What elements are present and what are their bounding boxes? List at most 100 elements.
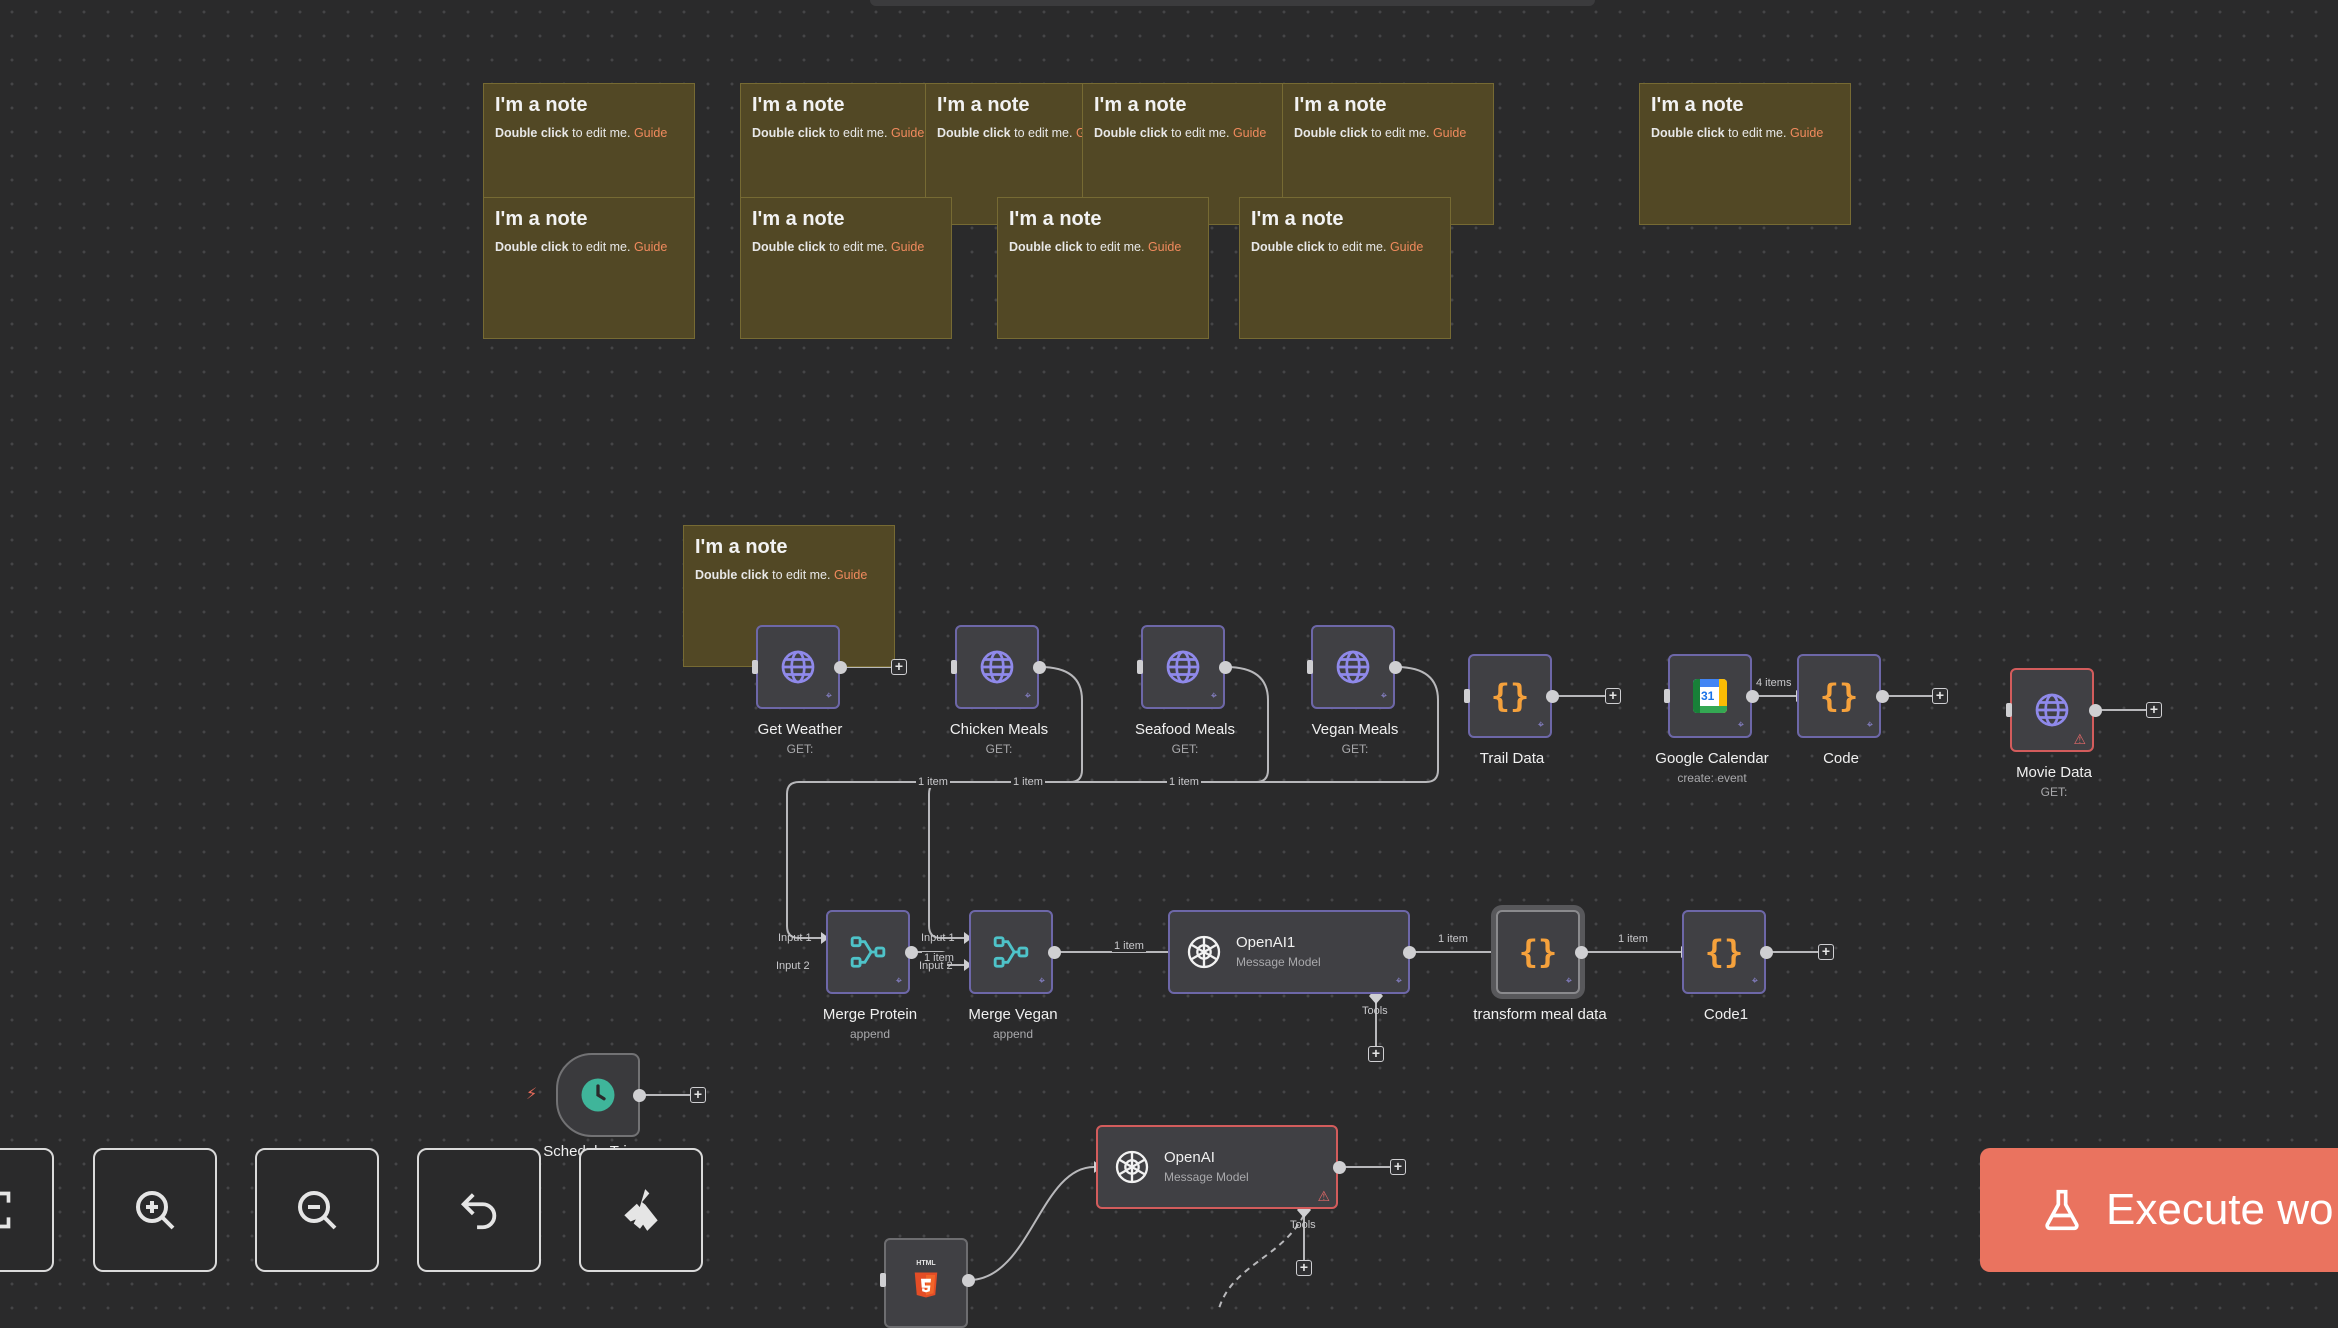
google-calendar-icon: 31 bbox=[1690, 676, 1730, 716]
note-guide-link[interactable]: Guide bbox=[890, 240, 925, 254]
node-vegan-meals[interactable]: ⌖ Vegan Meals GET: bbox=[1311, 625, 1398, 756]
pin-icon: ⌖ bbox=[1210, 690, 1217, 702]
note-guide-link[interactable]: Guide bbox=[833, 568, 868, 582]
tidy-up-button[interactable] bbox=[579, 1148, 703, 1272]
node-label: Google Calendar bbox=[1655, 750, 1769, 767]
output-handle[interactable] bbox=[1760, 946, 1773, 959]
add-node-button[interactable]: + bbox=[1605, 688, 1621, 704]
output-handle[interactable] bbox=[905, 946, 918, 959]
output-handle[interactable] bbox=[1389, 661, 1402, 674]
output-handle[interactable] bbox=[962, 1274, 975, 1287]
add-node-button[interactable]: + bbox=[891, 659, 907, 675]
note-guide-link[interactable]: Guide bbox=[1432, 126, 1467, 140]
output-handle[interactable] bbox=[633, 1089, 646, 1102]
output-handle[interactable] bbox=[1403, 946, 1416, 959]
input-handle[interactable] bbox=[1464, 689, 1470, 703]
note-guide-link[interactable]: Guide bbox=[1147, 240, 1182, 254]
html5-icon: HTML bbox=[906, 1260, 946, 1300]
note-guide-link[interactable]: Guide bbox=[1789, 126, 1824, 140]
node-subtitle: append bbox=[849, 1027, 891, 1041]
pin-icon: ⌖ bbox=[1537, 719, 1544, 731]
note-title: I'm a note bbox=[1251, 208, 1344, 230]
zoom-out-button[interactable] bbox=[255, 1148, 379, 1272]
output-handle[interactable] bbox=[1575, 946, 1588, 959]
output-handle[interactable] bbox=[1219, 661, 1232, 674]
note-guide-link[interactable]: Guide bbox=[890, 126, 925, 140]
note-description: Double click to edit me. Guide bbox=[495, 126, 668, 140]
execute-workflow-label: Execute wo bbox=[2106, 1185, 2334, 1234]
node-google-calendar[interactable]: 31 ⌖ Google Calendar create: event bbox=[1655, 654, 1769, 785]
output-handle[interactable] bbox=[1048, 946, 1061, 959]
node-openai1[interactable]: OpenAI1 Message Model ⌖ bbox=[1168, 910, 1410, 994]
edge-item-count: 1 item bbox=[1112, 940, 1146, 952]
input-handle[interactable] bbox=[880, 1273, 886, 1287]
node-code1[interactable]: {} ⌖ Code1 bbox=[1682, 910, 1766, 1023]
edge-item-count: 4 items bbox=[1754, 677, 1794, 689]
node-get-weather[interactable]: ⌖ Get Weather GET: bbox=[756, 625, 842, 756]
input-handle[interactable] bbox=[951, 660, 957, 674]
execute-workflow-button[interactable]: Execute wo bbox=[1980, 1148, 2338, 1272]
add-node-button[interactable]: + bbox=[1818, 944, 1834, 960]
note-guide-link[interactable]: Guide bbox=[633, 240, 668, 254]
note-guide-link[interactable]: Guide bbox=[1389, 240, 1424, 254]
output-handle[interactable] bbox=[1876, 690, 1889, 703]
output-handle[interactable] bbox=[834, 661, 847, 674]
add-tool-button[interactable]: + bbox=[1296, 1260, 1312, 1276]
node-transform-meal-data[interactable]: {} ⌖ transform meal data bbox=[1473, 910, 1607, 1023]
output-handle[interactable] bbox=[1333, 1161, 1346, 1174]
add-node-button[interactable]: + bbox=[2146, 702, 2162, 718]
node-merge-vegan[interactable]: ⌖ Merge Vegan append bbox=[968, 910, 1058, 1041]
node-label: Chicken Meals bbox=[949, 721, 1049, 738]
input-handle[interactable] bbox=[1664, 689, 1670, 703]
note-title: I'm a note bbox=[1651, 94, 1744, 116]
node-chicken-meals[interactable]: ⌖ Chicken Meals GET: bbox=[950, 625, 1048, 756]
node-html[interactable]: HTML bbox=[884, 1238, 968, 1328]
input-handle[interactable] bbox=[2006, 703, 2012, 717]
openai-icon bbox=[1112, 1147, 1152, 1187]
globe-icon bbox=[778, 647, 818, 687]
node-subtitle: GET: bbox=[1341, 742, 1369, 756]
edge-item-count: 1 item bbox=[922, 952, 956, 964]
merge-icon bbox=[991, 932, 1031, 972]
input-handle[interactable] bbox=[1137, 660, 1143, 674]
output-handle[interactable] bbox=[1033, 661, 1046, 674]
output-handle[interactable] bbox=[1746, 690, 1759, 703]
node-trail-data[interactable]: {} ⌖ Trail Data bbox=[1468, 654, 1552, 767]
edge-item-count: 1 item bbox=[1011, 776, 1045, 788]
input-handle[interactable] bbox=[752, 660, 758, 674]
add-node-button[interactable]: + bbox=[1390, 1159, 1406, 1175]
note-description: Double click to edit me. Guide bbox=[752, 240, 925, 254]
warning-icon: ⚠ bbox=[1317, 1188, 1330, 1204]
input-port-label: Input 1 bbox=[921, 932, 955, 944]
add-tool-button[interactable]: + bbox=[1368, 1046, 1384, 1062]
output-handle[interactable] bbox=[1546, 690, 1559, 703]
node-schedule-trigger[interactable]: Schedule Trigger bbox=[543, 1053, 657, 1160]
node-code[interactable]: {} ⌖ Code bbox=[1797, 654, 1881, 767]
output-handle[interactable] bbox=[2089, 704, 2102, 717]
node-merge-protein[interactable]: ⌖ Merge Protein append bbox=[823, 910, 917, 1041]
clock-icon bbox=[578, 1075, 618, 1115]
note-guide-link[interactable]: Guide bbox=[633, 126, 668, 140]
input-handle[interactable] bbox=[1307, 660, 1313, 674]
node-openai[interactable]: OpenAI Message Model ⚠ bbox=[1096, 1125, 1338, 1209]
tools-port-label: Tools bbox=[1362, 1005, 1388, 1017]
zoom-in-button[interactable] bbox=[93, 1148, 217, 1272]
note-title: I'm a note bbox=[495, 208, 588, 230]
zoom-out-icon bbox=[298, 1191, 337, 1230]
note-guide-link[interactable]: Guide bbox=[1232, 126, 1267, 140]
add-node-button[interactable]: + bbox=[690, 1087, 706, 1103]
fit-view-button[interactable] bbox=[0, 1148, 54, 1272]
add-node-button[interactable]: + bbox=[1932, 688, 1948, 704]
node-seafood-meals[interactable]: ⌖ Seafood Meals GET: bbox=[1135, 625, 1235, 756]
note-description: Double click to edit me. Guide bbox=[495, 240, 668, 254]
pin-icon: ⌖ bbox=[1751, 975, 1758, 987]
undo-button[interactable] bbox=[417, 1148, 541, 1272]
node-label: OpenAI bbox=[1164, 1149, 1215, 1166]
node-movie-data[interactable]: ⚠ Movie Data GET: bbox=[2010, 668, 2094, 799]
